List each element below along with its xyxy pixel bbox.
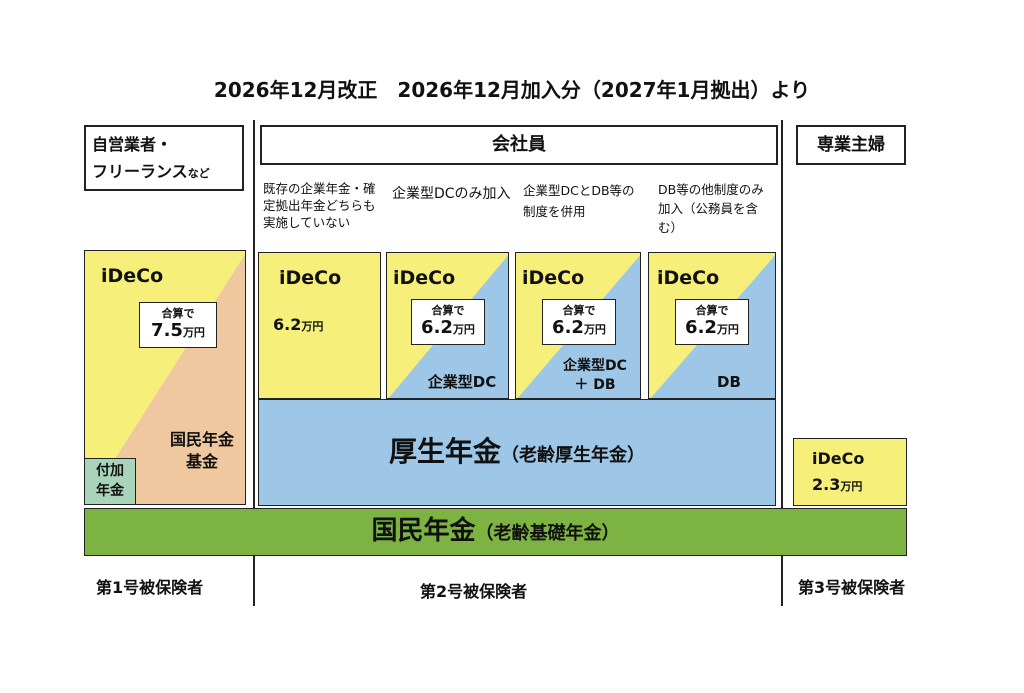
block-dc-db: iDeCo 合算で 6.2万円 企業型DC ＋ DB [515,252,641,399]
unit-self: 万円 [182,326,205,339]
header-self-line1: 自営業者・ [92,135,173,154]
kokumin-main: 国民年金 [371,516,476,546]
label-dc: 企業型DC [427,373,497,391]
unit-no-plan: 万円 [301,320,324,333]
amount-homemaker: 2.3 [812,475,841,494]
ideco-label-dc: iDeCo [393,267,456,289]
ideco-label-homemaker: iDeCo [812,449,865,468]
header-homemaker-label: 専業主婦 [817,135,885,155]
note-dc-only: 企業型DCのみ加入 [392,186,511,202]
amount-self: 7.5 [151,320,183,341]
label-fuka-nenkin: 付加年金 [96,463,124,499]
header-self-line2: フリーランス [92,162,188,181]
block-ideco-homemaker: iDeCo 2.3万円 [793,438,907,506]
note-no-plan: 既存の企業年金・確定拠出年金どちらも実施していない [263,181,376,230]
amount-no-plan: 6.2 [273,315,302,334]
block-fuka-nenkin: 付加年金 [84,458,136,505]
ideco-label-no-plan: iDeCo [279,267,342,289]
label-dcdb-2: ＋ DB [574,377,616,393]
unit-dcdb: 万円 [583,323,606,336]
sum-label-self: 合算で [161,307,195,320]
header-company-employee: 会社員 [260,125,778,165]
page-title: 2026年12月改正 2026年12月加入分（2027年1月拠出）より [213,78,811,102]
label-dcdb-1: 企業型DC [563,358,627,374]
block-dc-only: iDeCo 合算で 6.2万円 企業型DC [386,252,509,399]
ideco-label-db: iDeCo [657,267,720,289]
unit-homemaker: 万円 [840,480,863,493]
header-self-etc: など [187,167,210,180]
amount-dcdb: 6.2 [552,317,584,338]
kosei-main: 厚生年金 [388,435,501,468]
amount-no-plan-wrap: 6.2万円 [273,315,323,334]
label-insured-no3: 第3号被保険者 [798,578,906,597]
header-self-employed: 自営業者・ フリーランスなど [84,125,244,191]
label-insured-no1: 第1号被保険者 [96,578,204,597]
sum-box-db: 合算で 6.2万円 [675,299,749,345]
note-db-only: DB等の他制度のみ加入（公務員を含む） [658,182,764,235]
note-dc-db: 企業型DCとDB等の制度を併用 [523,183,635,219]
block-kosei-nenkin: 厚生年金（老齢厚生年金） [258,399,776,506]
kokumin-sub: （老齢基礎年金） [475,523,620,544]
header-homemaker: 専業主婦 [796,125,906,165]
label-insured-no2: 第2号被保険者 [420,582,528,601]
sum-label-dcdb: 合算で [562,304,596,317]
block-db-only: iDeCo 合算で 6.2万円 DB [648,252,776,399]
sum-box-dc: 合算で 6.2万円 [411,299,485,345]
sum-label-dc: 合算で [431,304,465,317]
amount-dc: 6.2 [421,317,453,338]
separator-right [781,120,783,606]
block-kokumin-nenkin: 国民年金（老齢基礎年金） [84,508,907,556]
block-ideco-no-plan: iDeCo 6.2万円 [258,252,381,399]
sum-box-self: 合算で 7.5万円 [139,302,217,348]
ideco-label-self: iDeCo [101,265,164,287]
block-self-ideco: iDeCo 合算で 7.5万円 国民年金基金 [84,250,246,505]
label-kokumin-kikin: 国民年金基金 [169,430,234,471]
header-company-label: 会社員 [492,134,546,155]
separator-left [253,120,255,606]
unit-dc: 万円 [452,323,475,336]
ideco-label-dcdb: iDeCo [522,267,585,289]
amount-db: 6.2 [685,317,717,338]
unit-db: 万円 [716,323,739,336]
amount-homemaker-wrap: 2.3万円 [812,475,862,494]
sum-box-dcdb: 合算で 6.2万円 [542,299,616,345]
label-db: DB [717,373,741,391]
kosei-sub: （老齢厚生年金） [501,445,645,466]
sum-label-db: 合算で [695,304,729,317]
